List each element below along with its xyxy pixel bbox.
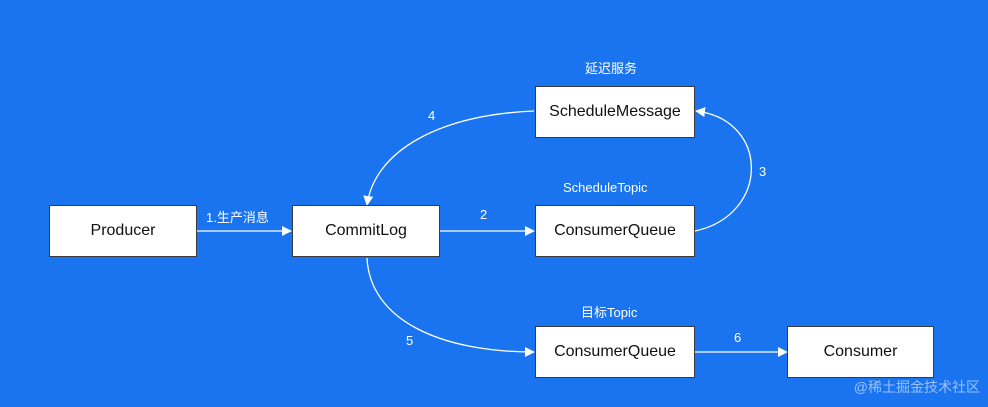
- edge-6-label: 6: [734, 330, 742, 345]
- commitlog-node: CommitLog: [292, 205, 440, 257]
- edge-5-arrow: [366, 257, 535, 357]
- edge-4-arrow: [363, 110, 535, 206]
- delay-service-label: 延迟服务: [585, 61, 638, 76]
- edge-5-label: 5: [406, 333, 414, 348]
- edge-3-label: 3: [759, 164, 767, 179]
- schedule-topic-label: ScheduleTopic: [563, 180, 648, 195]
- producer-node: Producer: [49, 205, 197, 257]
- consumer-node: Consumer: [787, 326, 934, 378]
- edge-1-label: 1.生产消息: [206, 210, 269, 225]
- consumer-queue-target-node: ConsumerQueue: [535, 326, 695, 378]
- edge-2-label: 2: [480, 207, 488, 222]
- watermark: @稀土掘金技术社区: [853, 379, 980, 395]
- target-topic-label: 目标Topic: [581, 305, 638, 320]
- edge-4-label: 4: [428, 108, 436, 123]
- edge-3-arrow: [694, 107, 753, 232]
- schedule-message-node: ScheduleMessage: [535, 86, 695, 138]
- consumer-queue-schedule-node: ConsumerQueue: [535, 205, 695, 257]
